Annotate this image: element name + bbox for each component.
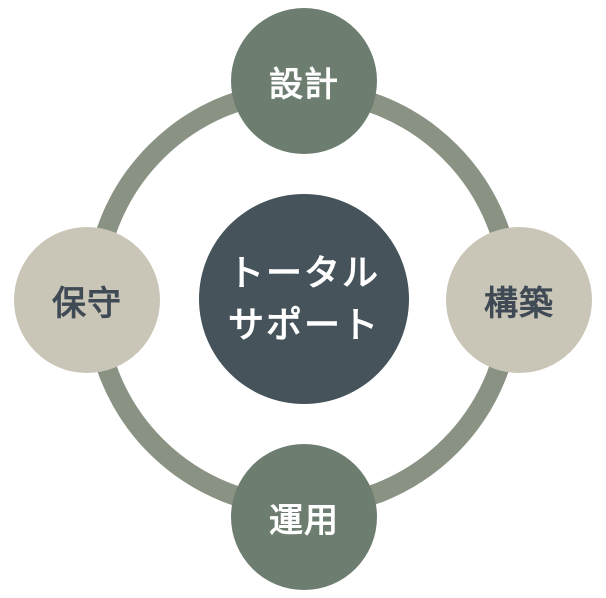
node-operation: 運用: [231, 444, 377, 590]
node-maintenance: 保守: [14, 227, 160, 373]
node-build-label: 構築: [484, 283, 554, 324]
node-operation-label: 運用: [269, 500, 339, 541]
node-maintenance-label: 保守: [52, 283, 122, 324]
center-total-support: トータル サポート: [199, 194, 409, 404]
center-label-line1: トータル: [227, 252, 380, 294]
node-design: 設計: [231, 8, 377, 154]
node-build: 構築: [446, 227, 592, 373]
node-design-label: 設計: [269, 64, 339, 105]
center-label-line2: サポート: [227, 304, 380, 346]
